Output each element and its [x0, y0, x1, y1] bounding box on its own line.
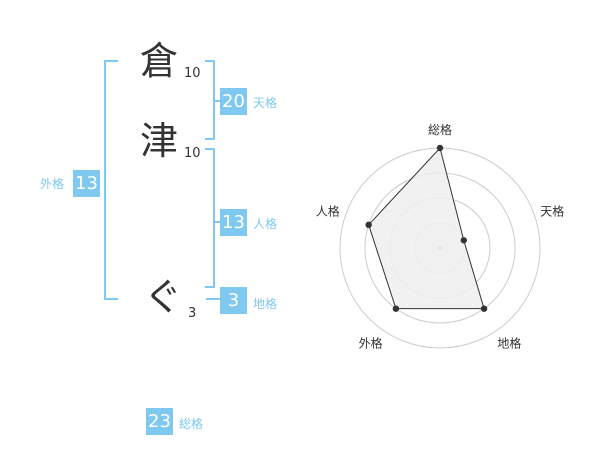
soukaku-value: 23 [146, 408, 173, 435]
gaikaku-bracket-bottom [104, 298, 118, 300]
radar-point-5 [365, 221, 372, 229]
radar-axis-label-3: 地格 [497, 335, 521, 350]
jinkaku-bracket-top [205, 148, 215, 150]
jinkaku-connector [215, 221, 220, 223]
radar-point-4 [392, 305, 400, 312]
tenkaku-label: 天格 [253, 96, 278, 110]
jinkaku-bracket-bottom [205, 286, 215, 288]
jinkaku-value: 13 [220, 209, 247, 236]
character-2-strokes: 10 [184, 146, 201, 161]
radar-point-1 [436, 144, 444, 152]
character-3: ぐ [144, 275, 183, 319]
radar-axis-label-4: 外格 [359, 335, 383, 350]
chikaku-value: 3 [220, 287, 247, 314]
tenkaku-value: 20 [220, 88, 247, 115]
jinkaku-label: 人格 [253, 217, 278, 231]
radar-point-2 [460, 237, 467, 244]
chikaku-label: 地格 [253, 297, 278, 311]
radar-axis-label-1: 総格 [428, 122, 452, 137]
gaikaku-value: 13 [73, 170, 100, 197]
radar-area [368, 146, 485, 310]
gaikaku-bracket-vertical [104, 60, 106, 300]
tenkaku-connector [215, 100, 220, 102]
radar-point-3 [480, 305, 488, 312]
jinkaku-bracket-vertical [213, 148, 215, 288]
chikaku-connector [206, 298, 220, 300]
radar-axis-label-5: 人格 [316, 204, 340, 219]
character-2: 津 [140, 119, 179, 163]
soukaku-label: 総格 [179, 417, 204, 431]
character-1: 倉 [140, 39, 179, 83]
tenkaku-bracket-top [205, 60, 215, 62]
character-1-strokes: 10 [184, 66, 201, 81]
radar-axis-label-2: 天格 [540, 204, 564, 219]
character-3-strokes: 3 [188, 306, 197, 321]
tenkaku-bracket-bottom [205, 138, 215, 140]
gaikaku-bracket-top [104, 60, 118, 62]
radar-points [365, 144, 488, 312]
tenkaku-bracket-vertical [213, 60, 215, 140]
gaikaku-label: 外格 [40, 177, 65, 191]
